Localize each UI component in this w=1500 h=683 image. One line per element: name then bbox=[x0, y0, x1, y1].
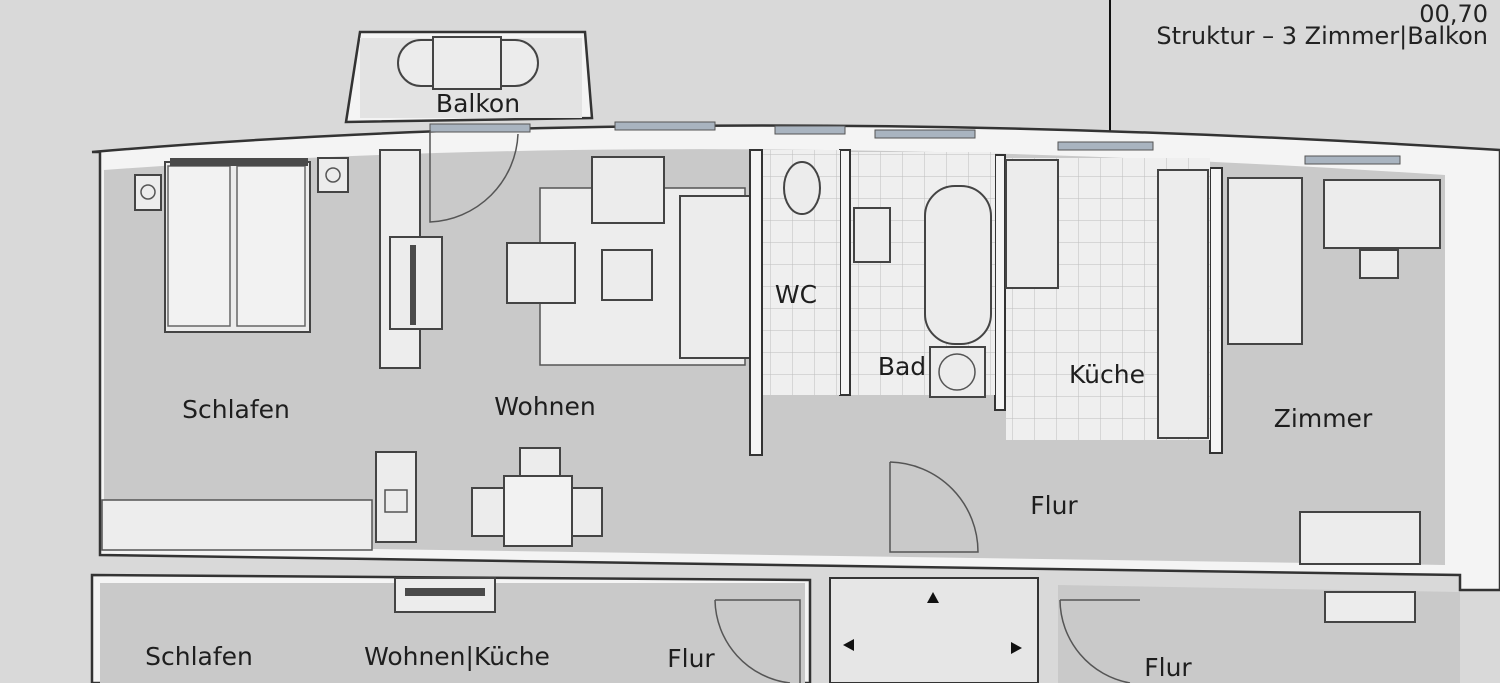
lower-door-swing-left bbox=[714, 599, 801, 683]
lower-room-label-schlafen: Schlafen bbox=[145, 642, 253, 671]
kueche-counter-right bbox=[1157, 169, 1209, 439]
room-label-wc: WC bbox=[775, 280, 817, 309]
wc-toilet bbox=[783, 161, 821, 215]
corner-text: 00,70 bbox=[1419, 0, 1488, 28]
balcony-door-swing bbox=[429, 130, 519, 223]
lower-sideboard-top bbox=[405, 588, 485, 596]
room-label-bad: Bad bbox=[878, 352, 926, 381]
stair-arrow-left bbox=[843, 639, 854, 651]
bad-sink bbox=[853, 207, 891, 263]
wardrobe-row bbox=[101, 499, 373, 551]
stair-arrow-up bbox=[927, 592, 939, 603]
bad-bathtub bbox=[924, 185, 992, 345]
room-label-zimmer: Zimmer bbox=[1274, 404, 1373, 433]
lower-right-sideboard bbox=[1324, 591, 1416, 623]
entry-door-swing bbox=[889, 461, 979, 553]
schlafen-furniture bbox=[134, 149, 443, 369]
windows-top bbox=[429, 121, 1401, 165]
lower-room-label-wohnen-kueche: Wohnen|Küche bbox=[364, 642, 550, 671]
stairwell bbox=[829, 577, 1039, 683]
room-label-balkon: Balkon bbox=[436, 89, 520, 118]
lower-room-label-flur-left: Flur bbox=[667, 644, 715, 673]
interior-walls bbox=[749, 149, 1223, 456]
lower-room-label-flur-right: Flur bbox=[1144, 653, 1192, 682]
room-label-schlafen: Schlafen bbox=[182, 395, 290, 424]
lower-door-swing-right bbox=[1059, 599, 1140, 683]
room-label-flur: Flur bbox=[1030, 491, 1078, 520]
bad-drain bbox=[938, 353, 976, 391]
zimmer-furniture bbox=[1227, 177, 1441, 565]
wohnen-furniture bbox=[375, 156, 751, 547]
balcony-table-top bbox=[432, 36, 502, 90]
stair-arrow-right bbox=[1011, 642, 1022, 654]
room-label-kueche: Küche bbox=[1069, 360, 1145, 389]
kueche-counter-left bbox=[1005, 159, 1059, 289]
structure-text: Struktur – 3 Zimmer|Balkon bbox=[1156, 22, 1488, 50]
room-label-wohnen: Wohnen bbox=[494, 392, 595, 421]
